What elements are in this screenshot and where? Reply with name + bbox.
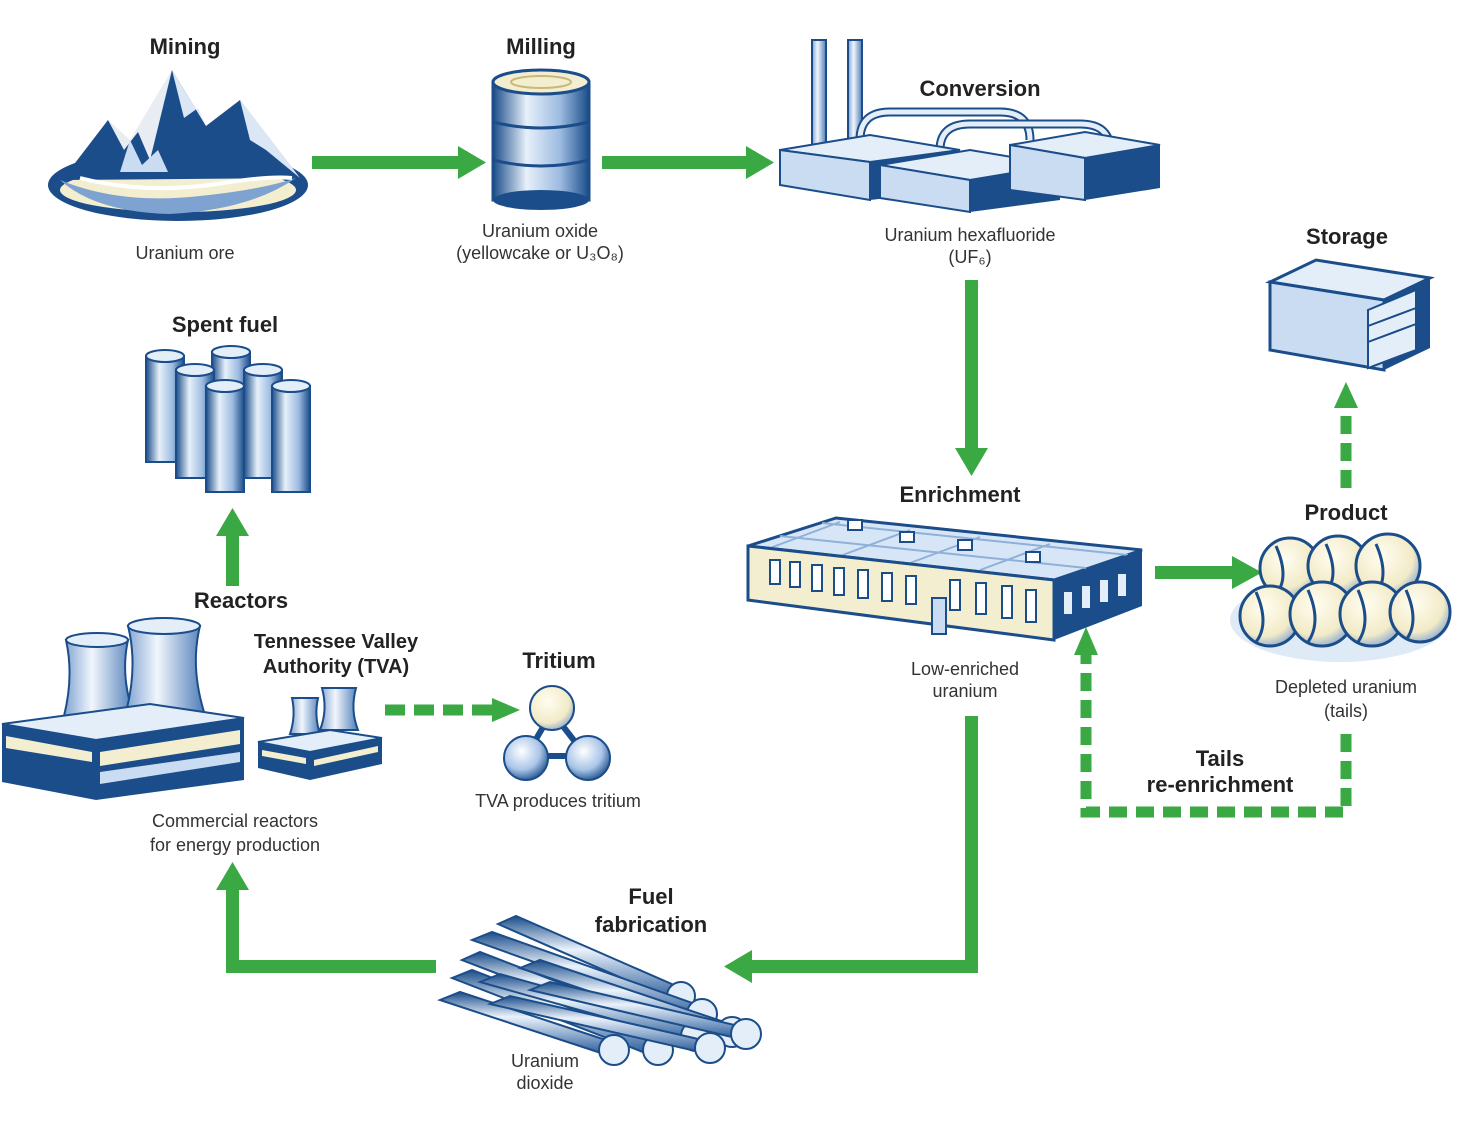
conversion-caption-line2: (UF₆) [948,247,992,267]
uranium-cylinders-icon [1230,532,1452,662]
flow-arrows [216,146,1262,983]
milling-caption-line2: (yellowcake or U₃O₈) [456,243,624,263]
mining-caption: Uranium ore [135,243,235,263]
product-caption-line2: (tails) [1324,701,1368,721]
arrow-fuel-fabrication-to-reactors [216,862,436,973]
drum-icon [491,68,591,210]
mining-title: Mining [149,34,221,59]
fuel-fabrication-title-line1: Fuel [628,884,674,909]
fuel-fabrication-caption-line2: dioxide [516,1073,574,1093]
arrow-tva-to-tritium [385,698,520,722]
arrow-reactors-to-spent-fuel [216,508,249,586]
tritium-caption: TVA produces tritium [475,791,641,811]
warehouse-icon [1264,258,1436,372]
product-title: Product [1304,500,1388,525]
tva-plant-icon [257,687,383,780]
arrow-conversion-to-enrichment [955,280,988,476]
arrow-enrichment-to-product [1155,556,1262,589]
tva-title-line1: Tennessee Valley [253,631,419,653]
spent-fuel-title: Spent fuel [171,312,279,337]
product-caption-line1: Depleted uranium [1274,677,1418,697]
arrow-product-to-storage [1334,382,1358,488]
enrichment-caption-line1: Low-enriched [910,659,1020,679]
arrow-milling-to-conversion [602,146,774,179]
milling-caption-line1: Uranium oxide [481,221,599,241]
fuel-fabrication-title-line2: fabrication [594,912,708,937]
tritium-title: Tritium [522,648,596,673]
fuel-casks-icon [145,345,311,493]
arrow-enrichment-to-fuel-fabrication [724,716,978,983]
reactors-caption-line2: for energy production [149,835,321,855]
fuel-fabrication-caption-line1: Uranium [510,1051,580,1071]
storage-title: Storage [1306,224,1388,249]
tails-title-line2: re-enrichment [1146,772,1294,797]
atom-molecule-icon [503,685,611,781]
tails-title-line1: Tails [1195,746,1245,771]
mountain-icon [48,70,308,221]
enrichment-plant-icon [746,516,1143,642]
reactor-plant-icon [1,617,245,800]
enrichment-caption-line2: uranium [932,681,998,701]
arrow-mining-to-milling [312,146,486,179]
reactors-caption-line1: Commercial reactors [151,811,319,831]
milling-title: Milling [506,34,576,59]
dashed-arrows [385,382,1358,818]
tva-title-line2: Authority (TVA) [262,656,410,678]
reactors-title: Reactors [193,588,289,613]
enrichment-title: Enrichment [899,482,1021,507]
conversion-title: Conversion [919,76,1041,101]
arrow-tails-re-enrichment [1074,627,1352,818]
conversion-caption-line1: Uranium hexafluoride [884,225,1056,245]
factory-icon [779,39,1161,214]
fuel-rods-icon [437,914,762,1066]
